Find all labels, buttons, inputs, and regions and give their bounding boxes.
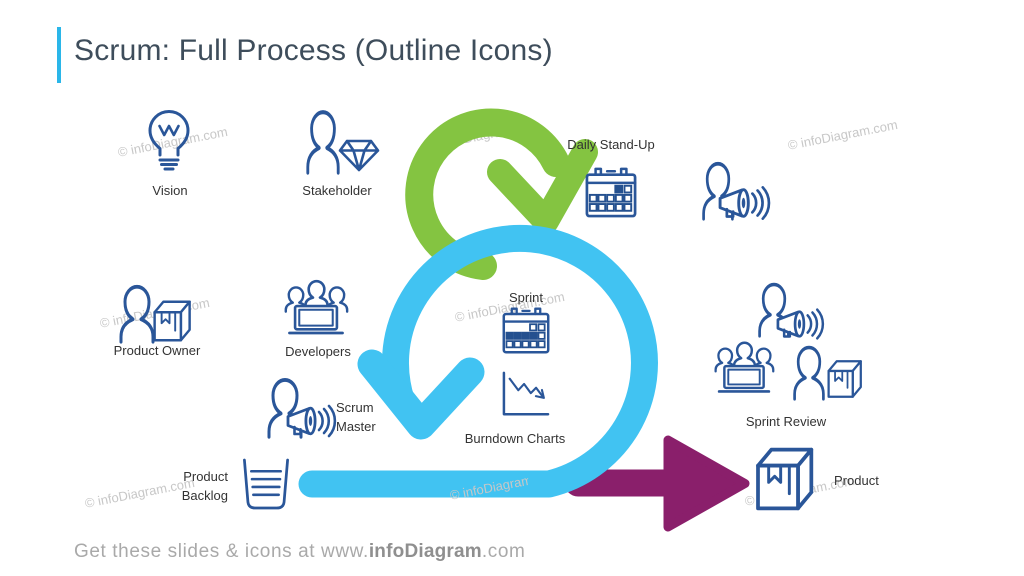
footer-brand: infoDiagram [368, 541, 482, 562]
burndown-chart-icon [502, 371, 550, 416]
product-box-icon [756, 447, 814, 511]
label-developers: Developers [285, 344, 351, 359]
label-daily-standup: Daily Stand-Up [567, 137, 655, 152]
backlog-bucket-icon [243, 458, 289, 510]
label-product-backlog-line2: Backlog [181, 488, 228, 503]
daily-standup-calendar-icon [584, 166, 638, 218]
footer-credit: Get these slides & icons at www.infoDiag… [74, 541, 525, 563]
footer-suffix: .com [481, 541, 526, 562]
label-scrum-master: Scrum Master [336, 398, 376, 436]
label-product-owner: Product Owner [113, 343, 201, 358]
label-stakeholder: Stakeholder [302, 183, 372, 198]
megaphone-icon [718, 185, 771, 221]
sprint-cycle-arrowhead [357, 349, 485, 440]
title-accent-bar [57, 27, 61, 83]
release-arrowhead [663, 435, 750, 532]
daily-cycle-arrowhead [487, 139, 598, 234]
stakeholder-person-icon [304, 108, 342, 174]
sprint-cycle-loop [298, 224, 658, 498]
product-owner-person-icon [119, 284, 155, 344]
review-team-with-laptop-icon [713, 337, 775, 397]
label-sprint-review: Sprint Review [745, 414, 827, 429]
label-vision: Vision [152, 183, 188, 198]
sprint-calendar-icon [501, 306, 551, 354]
label-product-backlog-line1: Product [183, 469, 228, 484]
daily-cycle-arc [405, 108, 570, 280]
box-icon [153, 300, 191, 342]
sprint-cycle-arrow [298, 224, 658, 498]
team-with-laptop-icon [283, 276, 349, 338]
lightbulb-icon [148, 109, 190, 171]
page-title: Scrum: Full Process (Outline Icons) [74, 34, 553, 67]
footer-prefix: Get these slides & icons at www. [74, 541, 369, 562]
megaphone-icon [286, 404, 337, 438]
daily-cycle-arrow [405, 108, 598, 280]
label-scrum-master-line1: Scrum [336, 400, 374, 415]
label-product: Product [834, 473, 879, 488]
label-burndown-charts: Burndown Charts [464, 431, 566, 446]
label-product-backlog: Product Backlog [128, 467, 228, 505]
megaphone-icon [776, 308, 825, 340]
diamond-icon [338, 139, 380, 172]
label-scrum-master-line2: Master [336, 419, 376, 434]
box-icon [827, 360, 862, 398]
label-sprint: Sprint [509, 290, 543, 305]
release-arrow [564, 435, 750, 532]
review-person-icon [792, 345, 826, 401]
